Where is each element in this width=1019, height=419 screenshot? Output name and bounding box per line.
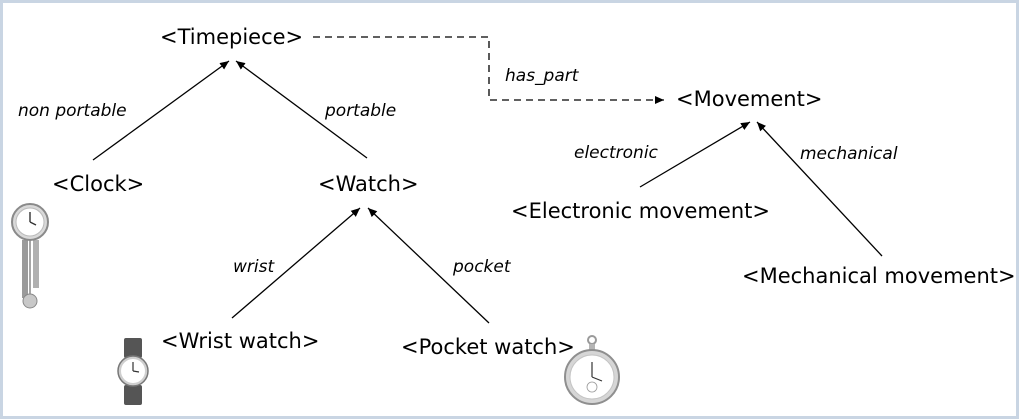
edge-watch-timepiece [235, 60, 368, 159]
edge-mechanical-movement [756, 121, 883, 257]
node-movement: <Movement> [676, 87, 822, 111]
node-clock: <Clock> [52, 172, 144, 196]
edge-label-mechanical: mechanical [800, 144, 898, 164]
edge-clock-timepiece [92, 60, 230, 161]
edge-label-pocket: pocket [452, 257, 512, 277]
node-electronic-movement: <Electronic movement> [511, 199, 770, 223]
edge-label-wrist: wrist [233, 257, 275, 277]
pocket-watch-icon [564, 335, 620, 405]
node-wrist-watch: <Wrist watch> [161, 329, 319, 353]
pendulum-clock-icon [11, 203, 49, 309]
node-mechanical-movement: <Mechanical movement> [742, 264, 1016, 288]
edge-wrist-watch-watch [231, 207, 361, 319]
node-watch: <Watch> [318, 172, 419, 196]
node-pocket-watch: <Pocket watch> [401, 335, 575, 359]
edge-label-non-portable: non portable [18, 101, 127, 121]
edge-label-has-part: has_part [505, 66, 580, 86]
wrist-watch-icon [117, 338, 149, 405]
edge-pocket-watch-watch [367, 207, 490, 324]
edge-label-portable: portable [324, 101, 396, 121]
node-timepiece: <Timepiece> [160, 25, 303, 49]
edge-label-electronic: electronic [574, 143, 659, 163]
edge-electronic-movement [639, 121, 751, 188]
edge-has-part [313, 36, 664, 104]
